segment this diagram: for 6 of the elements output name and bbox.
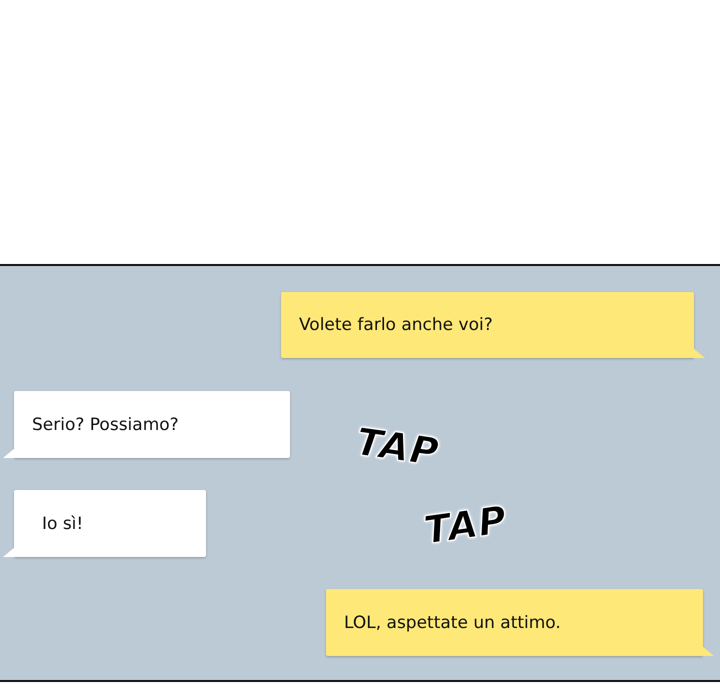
message-text: Io sì! <box>42 514 84 534</box>
message-text: Volete farlo anche voi? <box>299 315 493 335</box>
sound-effect-text: TAP <box>421 497 510 553</box>
message-text: Serio? Possiamo? <box>32 414 179 434</box>
sound-effect-text: TAP <box>353 419 442 475</box>
message-text: LOL, aspettate un attimo. <box>344 612 561 632</box>
